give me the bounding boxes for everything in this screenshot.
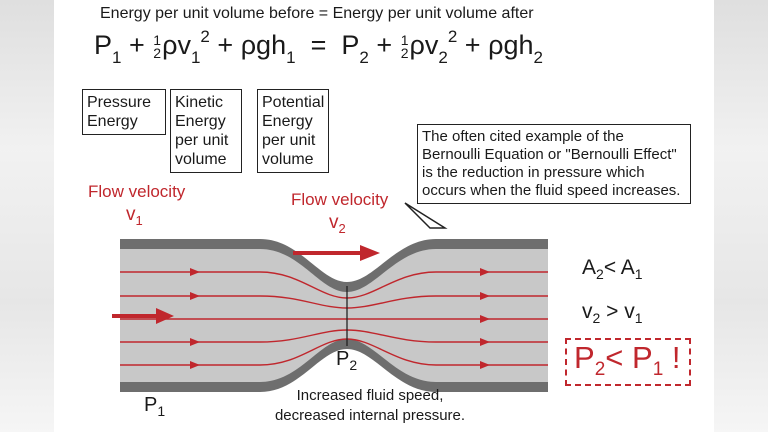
velocity-v1-label: v1 — [126, 204, 143, 228]
area-relation: A2< A1 — [582, 256, 643, 282]
velocity-relation: v2 > v1 — [582, 300, 643, 326]
eq-potential-1: ρgh1 — [240, 30, 296, 67]
eq-kinetic-1: ρv12 — [162, 27, 210, 67]
right-letterbox — [714, 0, 768, 432]
pressure-relation-box — [565, 338, 691, 386]
eq-p2: P2 — [341, 30, 369, 67]
eq-plus-1: + — [129, 30, 145, 60]
left-letterbox — [0, 0, 54, 432]
pressure-p1-label: P1 — [144, 394, 166, 419]
pipe-caption: Increased fluid speed, decreased interna… — [270, 386, 470, 426]
flow-velocity-left-label: Flow velocity — [88, 182, 186, 201]
caption-line-2: decreased internal pressure. — [274, 407, 466, 424]
caption-line-1: Increased fluid speed, — [296, 387, 444, 404]
callout-pointer — [404, 202, 448, 229]
pressure-p2-label: P2 — [336, 348, 358, 373]
eq-potential-2: ρgh2 — [488, 30, 543, 67]
pipe-top-wall — [120, 239, 548, 292]
bernoulli-effect-callout: The often cited example of the Bernoulli… — [417, 124, 691, 204]
eq-kinetic-2: ρv22 — [409, 27, 458, 67]
inlet-flow-arrowhead — [156, 308, 174, 324]
venturi-pipe-diagram — [112, 202, 548, 392]
eq-p1: P1 — [94, 30, 122, 67]
flow-velocity-mid-label: Flow velocity — [291, 190, 389, 209]
kinetic-energy-label: Kinetic Energy per unit volume — [170, 89, 242, 173]
eq-plus-2: + — [217, 30, 234, 60]
eq-plus-3: + — [376, 30, 393, 60]
diagram-canvas: Energy per unit volume before = Energy p… — [60, 0, 708, 432]
diagram-title: Energy per unit volume before = Energy p… — [100, 5, 534, 22]
eq-equals: = — [310, 30, 327, 60]
pressure-energy-label: Pressure Energy — [82, 89, 166, 135]
pressure-relation: P2< P1 ! — [574, 340, 681, 380]
streamline-arrowheads — [190, 268, 490, 369]
potential-energy-label: Potential Energy per unit volume — [257, 89, 329, 173]
velocity-v2-label: v2 — [329, 212, 346, 236]
eq-plus-4: + — [464, 30, 481, 60]
throat-flow-arrowhead — [360, 245, 380, 261]
pipe-interior — [120, 244, 548, 387]
pipe-bottom-wall — [120, 339, 548, 392]
